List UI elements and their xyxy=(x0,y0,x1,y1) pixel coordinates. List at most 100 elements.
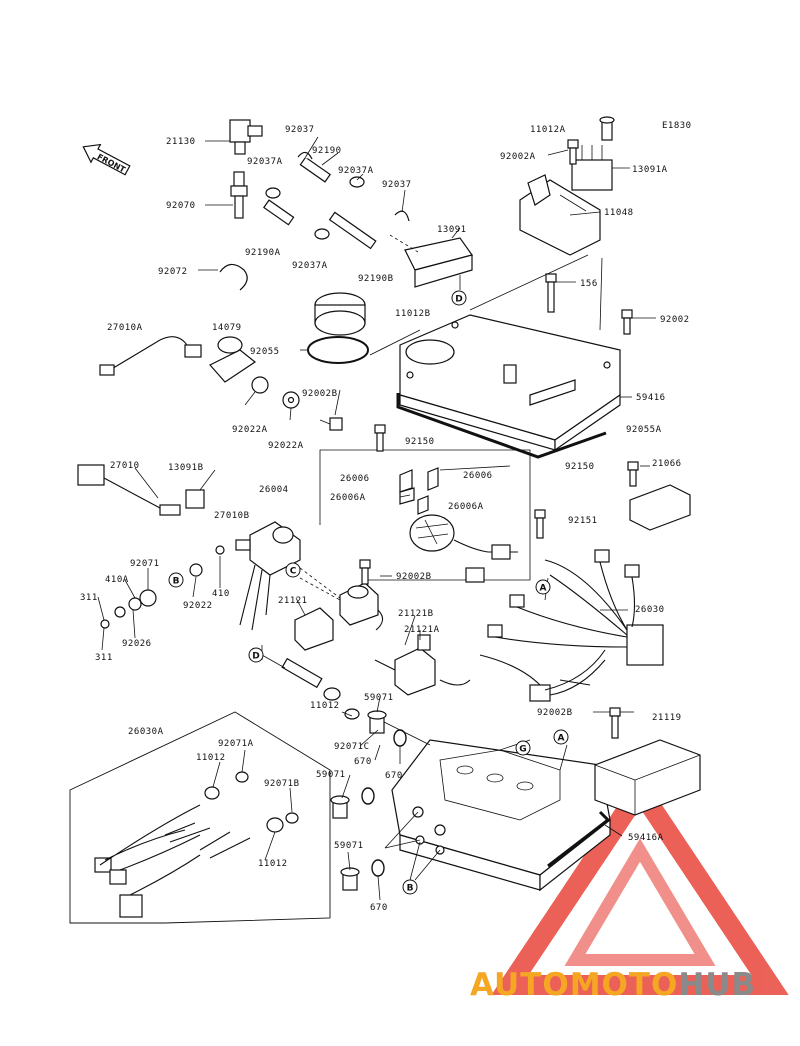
label-92037A: 92037A xyxy=(338,166,374,176)
svg-text:D: D xyxy=(252,652,259,662)
svg-text:B: B xyxy=(173,577,180,587)
part-92055A-gasket xyxy=(396,393,607,459)
part-21121A-coil xyxy=(374,634,471,696)
label-670: 670 xyxy=(354,757,372,767)
part-26030-harness xyxy=(479,509,664,702)
hoses-and-clamps xyxy=(263,136,410,250)
label-92150: 92150 xyxy=(565,462,595,472)
part-26004-group xyxy=(319,424,531,583)
part-156-bolt xyxy=(545,273,576,313)
label-92037: 92037 xyxy=(382,180,412,190)
label-92002B: 92002B xyxy=(302,389,338,399)
part-housing-case xyxy=(391,739,611,892)
label-92022A: 92022A xyxy=(268,441,304,451)
label-11012: 11012 xyxy=(196,753,226,763)
part-11012A-pin xyxy=(599,116,615,141)
part-92002A-bolt xyxy=(547,139,579,165)
ref-B-2: B xyxy=(402,879,418,895)
part-13091A-connector xyxy=(571,145,630,191)
part-11012-plug xyxy=(281,657,341,701)
label-311: 311 xyxy=(95,653,113,663)
label-92150: 92150 xyxy=(405,437,435,447)
svg-text:A: A xyxy=(558,734,565,744)
label-26006A: 26006A xyxy=(448,502,484,512)
label-92002B: 92002B xyxy=(396,572,432,582)
part-26030A-harness xyxy=(69,711,331,924)
label-92190A: 92190A xyxy=(245,248,281,258)
label-14079: 14079 xyxy=(212,323,242,333)
svg-text:D: D xyxy=(455,295,462,305)
ref-D-1: D xyxy=(451,290,467,306)
ref-B-1: B xyxy=(168,572,184,588)
label-11012: 11012 xyxy=(310,701,340,711)
label-92037: 92037 xyxy=(285,125,315,135)
label-21121B: 21121B xyxy=(398,609,434,619)
part-21121-coil xyxy=(294,559,384,651)
label-26030: 26030 xyxy=(635,605,665,615)
label-92022A: 92022A xyxy=(232,425,268,435)
label-92071: 92071 xyxy=(130,559,160,569)
watermark-text-part1: AUTOMOTO xyxy=(470,967,678,1003)
label-92190B: 92190B xyxy=(358,274,394,284)
label-59071: 59071 xyxy=(316,770,346,780)
label-311: 311 xyxy=(80,593,98,603)
label-670: 670 xyxy=(385,771,403,781)
label-92002B: 92002B xyxy=(537,708,573,718)
parts-washers-nuts xyxy=(100,563,203,629)
label-13091A: 13091A xyxy=(632,165,668,175)
svg-text:AUTOMOTOHUB: AUTOMOTOHUB xyxy=(470,967,756,1003)
label-92037A: 92037A xyxy=(247,157,283,167)
label-13091B: 13091B xyxy=(168,463,204,473)
label-11048: 11048 xyxy=(604,208,634,218)
part-27010-lead xyxy=(77,464,205,516)
label-92190: 92190 xyxy=(312,146,342,156)
label-92151: 92151 xyxy=(568,516,598,526)
label-21066: 21066 xyxy=(652,459,682,469)
ref-G-1: G xyxy=(515,740,531,756)
diagram-code: E1830 xyxy=(662,121,692,131)
part-11048-bracket xyxy=(519,174,601,256)
watermark-text-part2: HUB xyxy=(678,967,756,1003)
label-11012: 11012 xyxy=(258,859,288,869)
part-21130-sensor xyxy=(205,119,263,155)
label-92022: 92022 xyxy=(183,601,213,611)
label-92002A: 92002A xyxy=(500,152,536,162)
label-59071: 59071 xyxy=(334,841,364,851)
part-13091-connector xyxy=(389,227,473,288)
part-21066-module xyxy=(627,461,691,531)
ref-D-2: D xyxy=(248,647,264,663)
label-156: 156 xyxy=(580,279,598,289)
svg-text:A: A xyxy=(540,584,547,594)
svg-text:B: B xyxy=(407,884,414,894)
label-92037A: 92037A xyxy=(292,261,328,271)
label-13091: 13091 xyxy=(437,225,467,235)
part-59416A-gasket xyxy=(547,810,611,868)
label-410: 410 xyxy=(212,589,230,599)
label-26004: 26004 xyxy=(259,485,289,495)
label-26006: 26006 xyxy=(340,474,370,484)
label-92072: 92072 xyxy=(158,267,188,277)
ref-C-1: C xyxy=(285,562,301,578)
label-92070: 92070 xyxy=(166,201,196,211)
part-92070-spark-plug xyxy=(205,171,248,219)
label-59416: 59416 xyxy=(636,393,666,403)
part-27010B-solenoid xyxy=(215,521,301,631)
label-92071A: 92071A xyxy=(218,739,254,749)
label-26006: 26006 xyxy=(463,471,493,481)
label-59416A: 59416A xyxy=(628,833,664,843)
automotohub-watermark-text: AUTOMOTOHUB xyxy=(470,967,756,1003)
label-11012A: 11012A xyxy=(530,125,566,135)
ref-A-2: A xyxy=(553,729,569,745)
label-26006A: 26006A xyxy=(330,493,366,503)
label-59071: 59071 xyxy=(364,693,394,703)
part-labels: 21130 92037 92190 92037A 92037A 92037 92… xyxy=(80,125,690,913)
part-92072-clamp xyxy=(198,263,248,291)
svg-text:C: C xyxy=(290,567,297,577)
label-410A: 410A xyxy=(105,575,129,585)
label-670: 670 xyxy=(370,903,388,913)
label-11012B: 11012B xyxy=(395,309,431,319)
ref-A-1: A xyxy=(535,579,551,595)
label-92002: 92002 xyxy=(660,315,690,325)
label-27010A: 27010A xyxy=(107,323,143,333)
